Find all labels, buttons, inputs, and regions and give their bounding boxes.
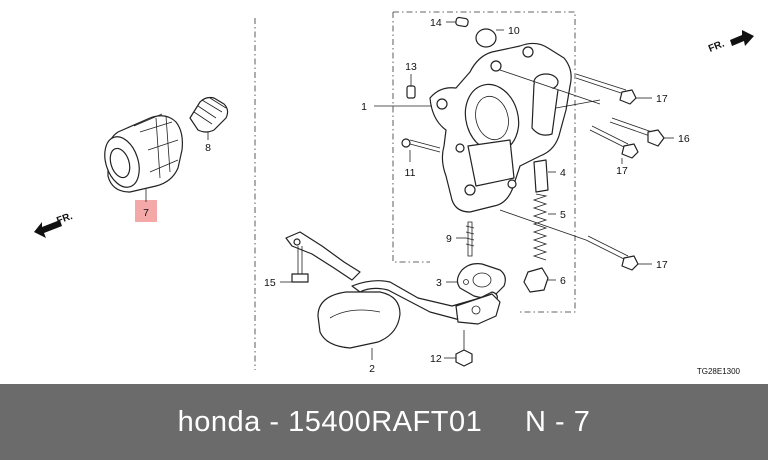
callout-7: 7 — [143, 207, 149, 219]
filter-nipple — [189, 96, 229, 133]
callout-2: 2 — [369, 363, 375, 375]
gasket — [456, 263, 506, 299]
callout-11: 11 — [405, 167, 416, 179]
sealing-bolt — [523, 267, 549, 293]
dowel-pin — [455, 16, 469, 28]
callout-12: 12 — [430, 353, 442, 365]
callout-17a: 17 — [656, 93, 668, 105]
assembly-leaders — [499, 69, 601, 241]
bolt-17-lower — [585, 235, 639, 271]
flange-bolt-15 — [291, 246, 309, 283]
callout-10: 10 — [508, 25, 520, 37]
svg-text:FR.: FR. — [55, 211, 74, 227]
callout-5: 5 — [560, 209, 566, 221]
dowel — [406, 85, 416, 99]
relief-plunger — [533, 159, 549, 193]
callout-9: 9 — [446, 233, 452, 245]
callout-13: 13 — [405, 61, 417, 73]
assembly-box — [392, 11, 576, 313]
callout-16: 16 — [678, 133, 690, 145]
front-arrow-top: FR. — [707, 30, 754, 55]
callout-6: 6 — [560, 275, 566, 287]
callout-3: 3 — [436, 277, 442, 289]
svg-text:FR.: FR. — [707, 38, 726, 54]
oil-pump-exploded-diagram: 7 8 FR. FR. 1 10 14 13 — [34, 11, 754, 376]
callout-15: 15 — [264, 277, 276, 289]
stud-bolt — [465, 221, 475, 257]
part-number-caption: honda - 15400RAFT01 N - 7 — [0, 384, 768, 460]
oil-filter — [104, 113, 183, 193]
bolt-17-upper — [575, 73, 637, 105]
callout-8: 8 — [205, 142, 211, 154]
callout-17b: 17 — [616, 165, 628, 177]
callout-4: 4 — [560, 167, 566, 179]
callout-1: 1 — [361, 101, 367, 113]
o-ring — [475, 28, 497, 48]
oil-pump-body — [429, 42, 572, 213]
oil-strainer — [285, 231, 501, 349]
relief-spring — [532, 193, 548, 261]
diagram-ref-code: TG28E1300 — [697, 367, 741, 376]
callout-14: 14 — [430, 17, 442, 29]
callout-17c: 17 — [656, 259, 668, 271]
bolt-16 — [609, 117, 665, 147]
filter-highlight — [135, 200, 157, 222]
bolt-17-middle — [589, 125, 639, 159]
gasket-hole — [472, 272, 492, 288]
front-arrow-left: FR. — [34, 211, 74, 238]
flange-nut — [455, 349, 473, 367]
bolt-11 — [401, 138, 441, 153]
